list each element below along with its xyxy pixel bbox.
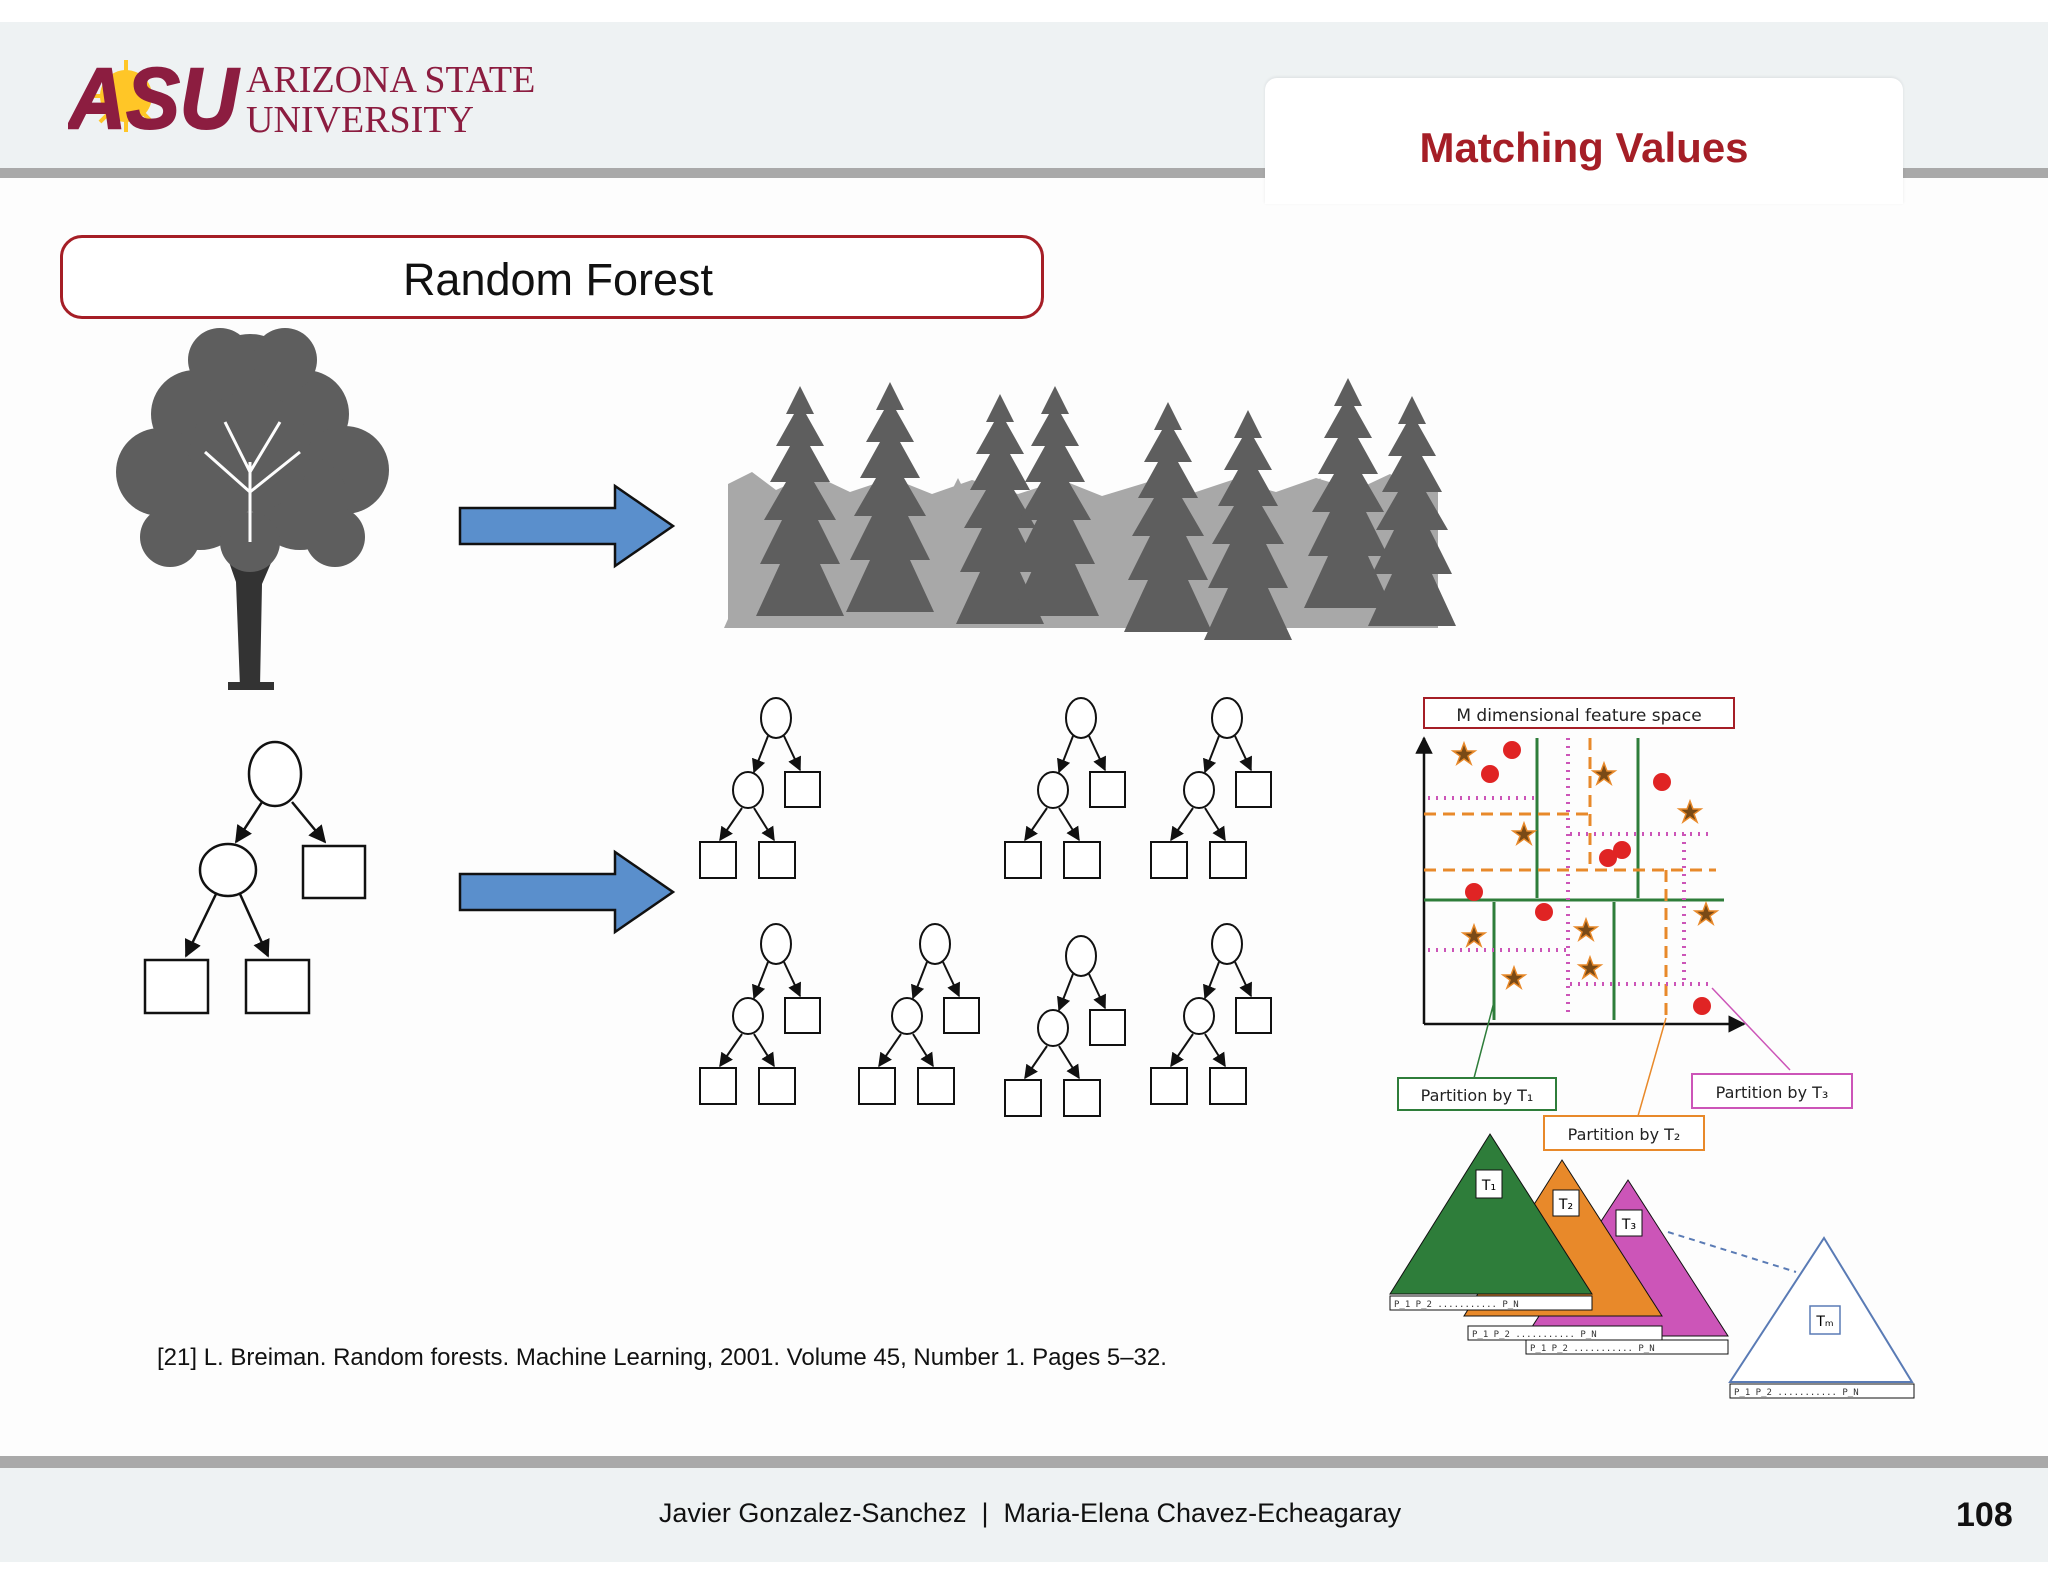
slide: ASU ARIZONA STATE UNIVERSITY Matching Va… (0, 22, 2048, 1562)
tree-t1-label: T₁ (1481, 1178, 1496, 1194)
asu-wordmark: ASU (68, 52, 240, 142)
tree-ensemble-diagram (700, 698, 1271, 1116)
title-tab: Matching Values (1265, 78, 1903, 204)
sunburst-icon (90, 60, 162, 132)
header-divider (0, 168, 2048, 178)
asu-name-line1: ARIZONA STATE (246, 59, 535, 101)
citation: [21] L. Breiman. Random forests. Machine… (157, 1344, 1167, 1371)
decision-tree-diagram (143, 740, 367, 1015)
feature-space-figure: M dimensional feature space (1389, 697, 1915, 1399)
illustration: M dimensional feature space (116, 328, 1915, 1399)
class-dots (1465, 741, 1711, 1015)
forest-icon (724, 378, 1456, 640)
section-title: Random Forest (402, 254, 714, 305)
tree-t3-label: T₃ (1621, 1217, 1636, 1233)
arrow-right-icon (458, 483, 676, 569)
page-number: 108 (1956, 1496, 2013, 1534)
leaf-row-t3: P_1 P_2 ........... P_N (1530, 1344, 1655, 1354)
footer-authors: Javier Gonzalez-Sanchez | Maria-Elena Ch… (658, 1498, 1402, 1528)
leaf-row-t1: P_1 P_2 ........... P_N (1394, 1300, 1519, 1310)
partition-t3-label: Partition by T₃ (1716, 1083, 1829, 1102)
tree-tm-label: Tₘ (1815, 1314, 1833, 1330)
asu-logo: ASU ARIZONA STATE UNIVERSITY (65, 50, 548, 148)
single-tree-icon (116, 328, 389, 690)
slide-title: Matching Values (1419, 124, 1749, 171)
partition-t2-label: Partition by T₂ (1568, 1125, 1681, 1144)
partition-t1-label: Partition by T₁ (1421, 1086, 1534, 1105)
leaf-row-t2: P_1 P_2 ........... P_N (1472, 1330, 1597, 1340)
tree-t2-label: T₂ (1558, 1197, 1573, 1213)
footer-band (0, 1468, 2048, 1562)
asu-name-line2: UNIVERSITY (246, 99, 474, 141)
feature-space-label: M dimensional feature space (1456, 706, 1701, 726)
section-title-box: Random Forest (60, 235, 1044, 319)
footer-divider (0, 1456, 2048, 1468)
leaf-row-tm: P_1 P_2 ........... P_N (1734, 1388, 1859, 1398)
class-stars (1450, 740, 1720, 991)
arrow-right-icon (458, 849, 676, 935)
